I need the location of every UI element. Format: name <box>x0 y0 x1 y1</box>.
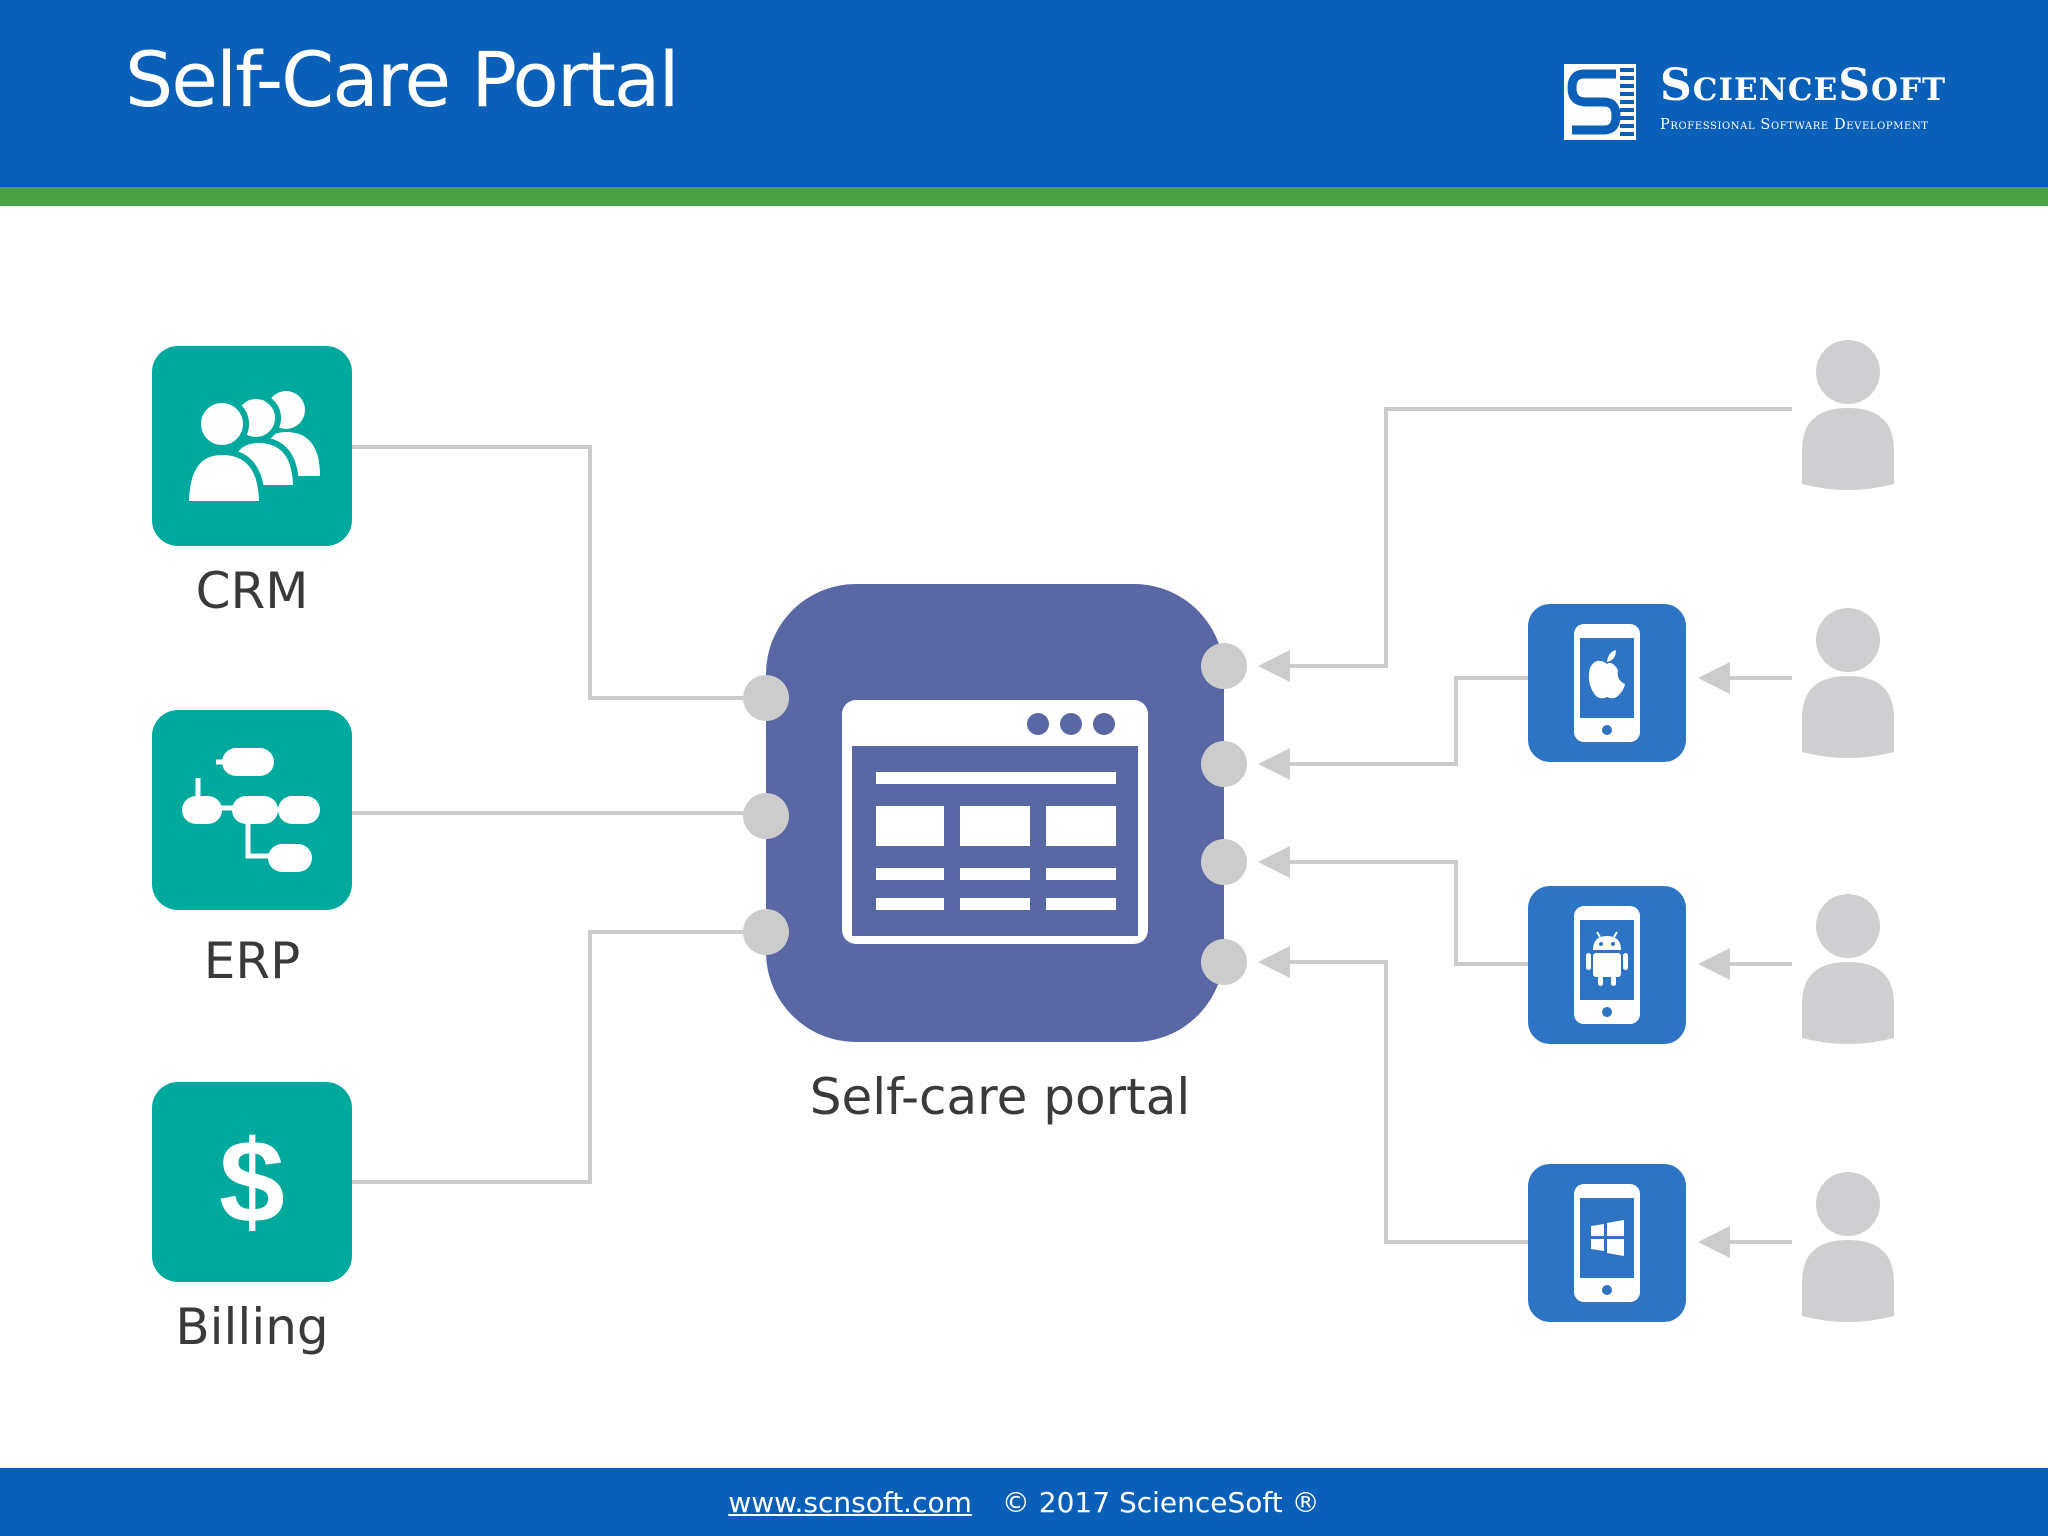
port-crm <box>743 675 789 721</box>
channel-connectors <box>1280 407 1792 1244</box>
connector-ios <box>1280 676 1528 766</box>
page-title: Self-Care Portal <box>125 35 680 124</box>
port-web <box>1201 643 1247 689</box>
arrow-icon <box>1258 846 1290 878</box>
port-android <box>1201 839 1247 885</box>
billing-label: Billing <box>175 1298 329 1356</box>
device-tile-android[interactable] <box>1528 886 1686 1044</box>
device-tile-ios[interactable] <box>1528 604 1686 762</box>
crm-label: CRM <box>195 562 309 620</box>
arrow-icon <box>1258 650 1290 682</box>
user-icon <box>1802 608 1894 758</box>
erp-tile[interactable] <box>152 710 352 910</box>
arrow-icon <box>1258 946 1290 978</box>
sciencesoft-logo: ScienceSoft Professional Software Develo… <box>1560 60 1950 144</box>
user-icon <box>1802 340 1894 490</box>
dollar-icon: $ <box>219 1116 285 1248</box>
port-billing <box>743 909 789 955</box>
apple-icon <box>1588 650 1625 699</box>
windows-icon <box>1591 1220 1624 1256</box>
connector-android <box>1280 860 1528 966</box>
flowchart-icon <box>182 748 320 872</box>
arrow-icon <box>1698 662 1730 694</box>
erp-label: ERP <box>203 932 301 990</box>
self-care-portal-node[interactable] <box>766 584 1224 1042</box>
copyright-text: © 2017 ScienceSoft ® <box>1001 1486 1320 1519</box>
connector-crm <box>352 445 766 700</box>
user-icon <box>1802 1172 1894 1322</box>
device-tile-windows[interactable] <box>1528 1164 1686 1322</box>
logo-name: ScienceSoft <box>1660 60 1947 111</box>
portal-label: Self-care portal <box>809 1068 1191 1126</box>
billing-tile[interactable]: $ <box>152 1082 352 1282</box>
users-group-icon <box>182 391 320 507</box>
users <box>1802 340 1894 1322</box>
browser-window-icon <box>842 700 1148 944</box>
android-icon <box>1586 931 1628 986</box>
accent-stripe <box>0 187 2048 206</box>
arrow-icon <box>1698 948 1730 980</box>
website-link[interactable]: www.scnsoft.com <box>728 1486 972 1519</box>
connector-web-user <box>1280 407 1792 668</box>
connector-billing <box>352 930 766 1184</box>
port-windows <box>1201 939 1247 985</box>
header-bar: Self-Care Portal ScienceSoft Professiona… <box>0 0 2048 187</box>
footer-bar: www.scnsoft.com © 2017 ScienceSoft ® <box>0 1468 2048 1536</box>
system-connectors <box>352 445 766 1184</box>
user-icon <box>1802 894 1894 1044</box>
logo-tagline: Professional Software Development <box>1660 117 1929 133</box>
arrow-heads <box>1258 650 1730 1258</box>
crm-tile[interactable] <box>152 346 352 546</box>
arrow-icon <box>1698 1226 1730 1258</box>
port-erp <box>743 793 789 839</box>
port-ios <box>1201 741 1247 787</box>
logo-mark-icon <box>1564 64 1636 140</box>
connector-windows <box>1280 960 1528 1244</box>
arrow-icon <box>1258 748 1290 780</box>
portal-ports <box>743 643 1247 985</box>
